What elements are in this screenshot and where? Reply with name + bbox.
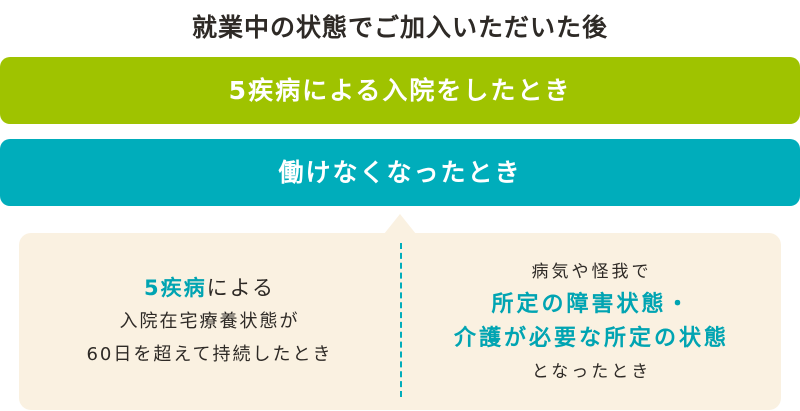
pointer-triangle <box>384 214 416 234</box>
detail-right-column: 病気や怪我で 所定の障害状態・ 介護が必要な所定の状態 となったとき <box>402 233 781 410</box>
left-line-3: 60日を超えて持続したとき <box>86 344 333 365</box>
left-accent-text: 5疾病 <box>144 276 207 300</box>
right-line-3: 介護が必要な所定の状態 <box>453 325 729 351</box>
right-line-4: となったとき <box>531 361 652 382</box>
detail-left-column: 5疾病による 入院在宅療養状態が 60日を超えて持続したとき <box>19 233 400 410</box>
condition-bar-hospitalization: 5疾病による入院をしたとき <box>0 57 800 124</box>
right-line-1: 病気や怪我で <box>531 261 652 282</box>
right-line-2: 所定の障害状態・ <box>491 291 692 317</box>
left-line-1: 5疾病による <box>144 272 275 305</box>
left-line-2: 入院在宅療養状態が <box>119 311 300 332</box>
left-line-1-rest: による <box>206 276 275 300</box>
dashed-divider <box>400 243 402 397</box>
condition-bar-unable-to-work: 働けなくなったとき <box>0 139 800 206</box>
diagram-title: 就業中の状態でご加入いただいた後 <box>191 13 608 42</box>
